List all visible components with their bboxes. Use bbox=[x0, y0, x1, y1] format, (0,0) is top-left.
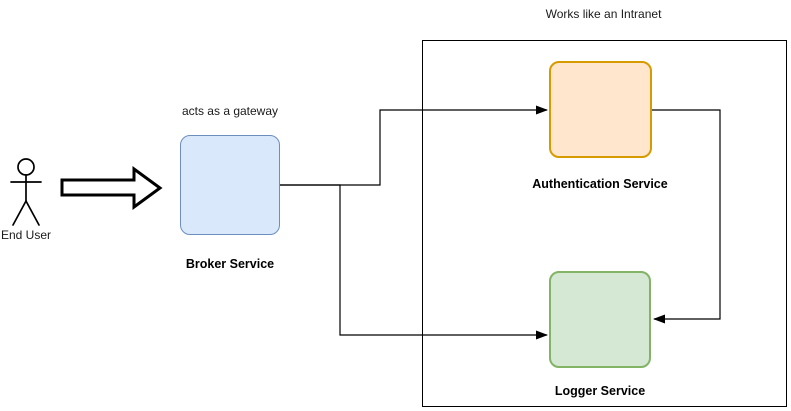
edge-broker-to-auth bbox=[280, 105, 548, 186]
intranet-boundary-title: Works like an Intranet bbox=[545, 7, 662, 21]
edge-auth-to-logger bbox=[652, 109, 721, 324]
logger-service-node bbox=[549, 271, 651, 368]
authentication-service-label: Authentication Service bbox=[532, 177, 668, 191]
authentication-service-node bbox=[549, 61, 652, 158]
broker-annotation: acts as a gateway bbox=[181, 104, 279, 118]
broker-service-label: Broker Service bbox=[185, 257, 275, 271]
block-arrow-icon bbox=[60, 166, 163, 210]
logger-service-label: Logger Service bbox=[554, 384, 646, 398]
end-user-actor-icon bbox=[10, 158, 42, 226]
broker-service-node bbox=[180, 135, 280, 235]
edge-broker-to-logger bbox=[280, 184, 548, 340]
end-user-label: End User bbox=[0, 228, 52, 242]
intranet-boundary bbox=[422, 40, 787, 407]
